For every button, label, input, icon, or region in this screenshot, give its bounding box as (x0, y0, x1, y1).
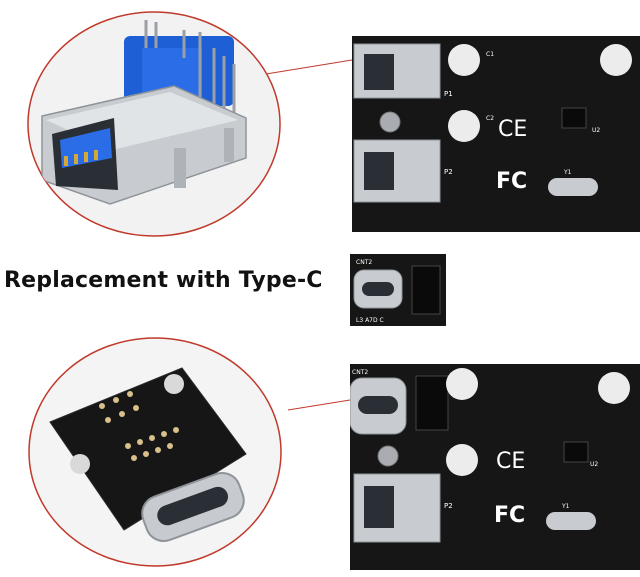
port-label: P2 (444, 168, 453, 176)
top-pcb-board: CE FC P1 P2 C1 C2 U2 Y1 (352, 36, 640, 232)
capacitor-icon (446, 368, 630, 476)
fc-mark: FC (496, 169, 527, 194)
port-label: P2 (444, 502, 453, 510)
silkscreen-label: CNT2 (356, 259, 372, 266)
chip-icon (561, 107, 587, 129)
silkscreen-label: CNT2 (352, 369, 368, 376)
top-zoom-circle (27, 11, 281, 237)
chip-icon (563, 441, 589, 463)
usb-a-port (353, 473, 441, 543)
screw-icon (377, 445, 399, 467)
silkscreen-label: Y1 (563, 169, 572, 176)
silkscreen-label: Y1 (561, 503, 570, 510)
usb-c-connector-icon (141, 472, 245, 542)
crystal-icon (548, 178, 598, 196)
capacitor-icon (448, 44, 632, 142)
usb-c-adapter-board (49, 367, 247, 542)
middle-type-c-adapter: CNT2 L3 A7D C (350, 254, 446, 326)
silkscreen-label: L3 A7D C (356, 317, 384, 324)
ce-mark: CE (496, 449, 525, 474)
silkscreen-label: U2 (590, 461, 598, 468)
usb-a-port-2 (353, 139, 441, 203)
silkscreen-label: C2 (486, 115, 494, 122)
screw-icon (379, 111, 401, 133)
silkscreen-label: U2 (592, 127, 600, 134)
silkscreen-label: C1 (486, 51, 494, 58)
bottom-pcb-board: CE FC P2 CNT2 U2 Y1 (350, 364, 640, 570)
fc-mark: FC (494, 503, 525, 528)
crystal-icon (546, 512, 596, 530)
usb-a-port-1 (353, 43, 441, 99)
port-label: P1 (444, 90, 453, 98)
headline: Replacement with Type-C (4, 268, 323, 293)
usb-a-connector-icon (41, 20, 247, 205)
ce-mark: CE (498, 117, 527, 142)
type-c-adapter-installed (350, 375, 449, 435)
bottom-zoom-circle (28, 337, 282, 567)
